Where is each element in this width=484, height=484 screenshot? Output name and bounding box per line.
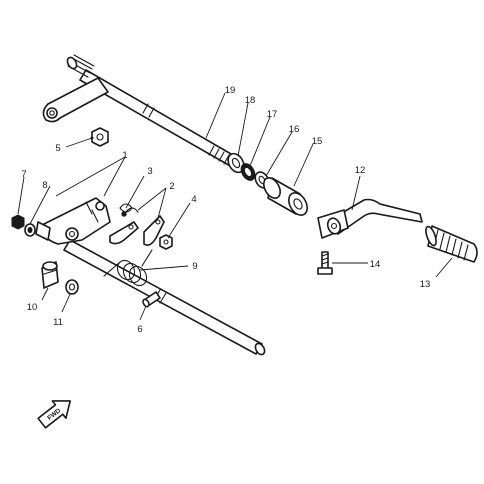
callout-4: 4 [191,194,196,205]
callout-18: 18 [245,95,256,106]
callout-6: 6 [137,324,142,335]
callout-7: 7 [21,169,26,180]
shift-shaft-upper [42,54,239,168]
callout-1: 1 [122,150,127,161]
shift-claw-2b [143,215,165,246]
forward-arrow-icon: FWD [37,400,71,429]
bushing-15 [263,177,308,216]
shift-shaft-lower [63,239,266,356]
nut-5 [91,127,109,147]
callout-labels: 1 2 3 4 5 6 7 8 9 10 11 12 13 14 15 16 1… [21,85,430,335]
pedal-rubber-13 [425,225,478,263]
callout-8: 8 [42,180,47,191]
callout-3: 3 [147,166,152,177]
callout-19: 19 [225,85,236,96]
nut-4 [159,234,173,250]
return-spring-9 [103,249,153,287]
callout-15: 15 [312,136,323,147]
callout-16: 16 [289,124,300,135]
collar-10 [41,261,59,289]
callout-2: 2 [169,181,174,192]
callout-10: 10 [27,302,38,313]
callout-17: 17 [267,109,278,120]
shift-plate-assembly-1 [35,197,111,245]
shift-claw-2a [109,221,139,245]
leader-lines [17,92,453,321]
nut-7 [11,214,25,230]
callout-13: 13 [420,279,431,290]
bolt-14 [317,251,333,275]
pin-6 [142,291,161,308]
callout-12: 12 [355,165,366,176]
washer-11 [65,279,79,295]
washer-8 [24,223,36,237]
callout-5: 5 [55,143,60,154]
callout-9: 9 [192,261,197,272]
seal-17 [240,163,256,181]
callout-11: 11 [53,317,63,328]
callout-14: 14 [370,259,381,270]
spring-3 [119,203,139,217]
shift-pedal-12 [317,198,423,239]
